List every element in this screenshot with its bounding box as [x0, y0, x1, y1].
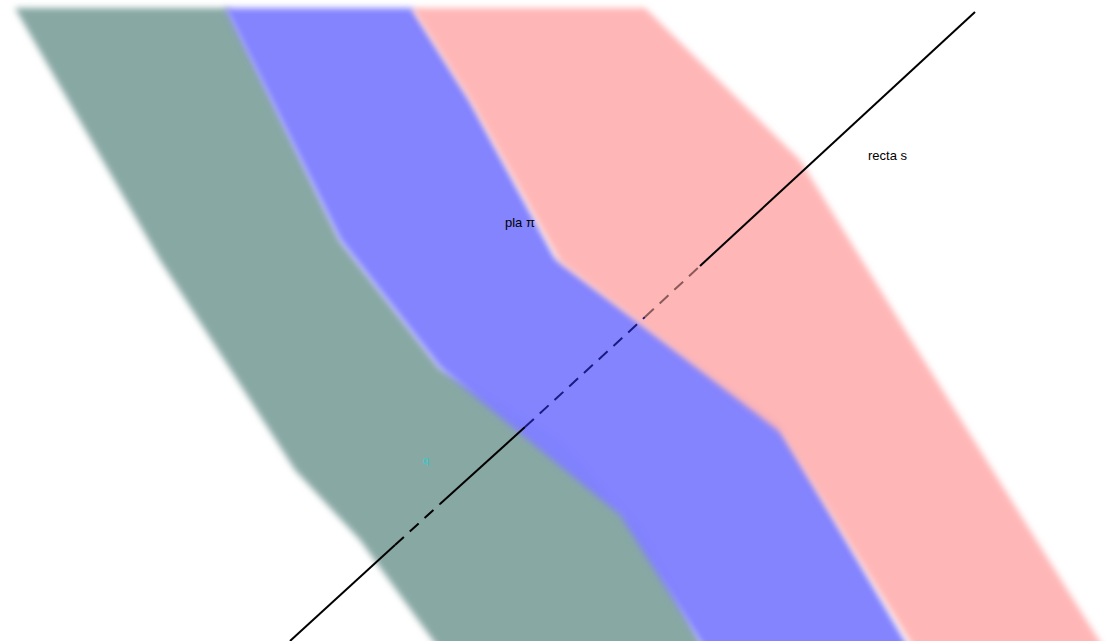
pink-plane	[412, 8, 1105, 641]
plane-label: pla π	[505, 216, 535, 229]
line-s	[290, 12, 975, 641]
point-label: q	[423, 455, 429, 466]
line-label: recta s	[868, 149, 907, 162]
